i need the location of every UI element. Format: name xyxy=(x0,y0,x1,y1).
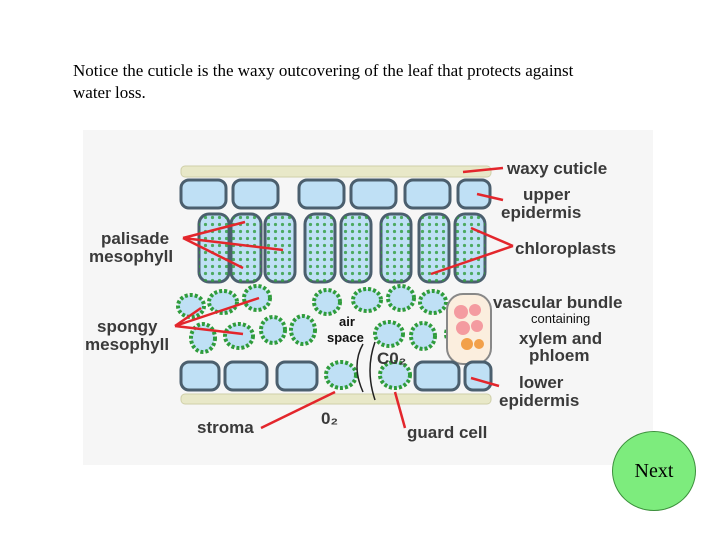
caption-text: Notice the cuticle is the waxy outcoveri… xyxy=(73,60,673,104)
label-waxy-cuticle: waxy cuticle xyxy=(506,159,607,178)
next-button-label: Next xyxy=(634,459,674,482)
label-mesophyll-palisade: mesophyll xyxy=(89,247,173,266)
palisade-cells xyxy=(197,212,487,284)
caption-line-2: water loss. xyxy=(73,83,146,102)
label-o2: 0₂ xyxy=(321,409,338,428)
lower-cuticle xyxy=(180,393,492,405)
upper-epidermis-cells xyxy=(179,178,492,210)
label-lower: lower xyxy=(519,373,564,392)
vascular-bundle xyxy=(446,293,492,365)
label-spongy: spongy xyxy=(97,317,158,336)
label-epidermis-lower: epidermis xyxy=(499,391,579,410)
upper-cuticle xyxy=(180,165,492,178)
label-vascular-bundle: vascular bundle xyxy=(493,293,622,312)
label-guard-cell: guard cell xyxy=(407,423,487,442)
next-button[interactable]: Next xyxy=(612,431,696,511)
label-epidermis-upper: epidermis xyxy=(501,203,581,222)
gas-exchange-arrows xyxy=(356,341,376,401)
label-containing: containing xyxy=(531,311,590,326)
lower-epidermis-cells xyxy=(179,360,493,392)
caption-line-1: Notice the cuticle is the waxy outcoveri… xyxy=(73,61,574,80)
leaf-cross-section-diagram: waxy cuticle upper epidermis palisade me… xyxy=(83,130,653,465)
label-palisade: palisade xyxy=(101,229,169,248)
label-xylem-and: xylem and xyxy=(519,329,602,348)
label-upper: upper xyxy=(523,185,571,204)
label-air: air xyxy=(339,314,355,329)
label-space: space xyxy=(327,330,364,345)
label-stroma: stroma xyxy=(197,418,254,437)
label-co2: C0₂ xyxy=(377,349,406,368)
label-chloroplasts: chloroplasts xyxy=(515,239,616,258)
label-mesophyll-spongy: mesophyll xyxy=(85,335,169,354)
label-phloem: phloem xyxy=(529,346,589,365)
pointer-lines xyxy=(174,166,514,430)
